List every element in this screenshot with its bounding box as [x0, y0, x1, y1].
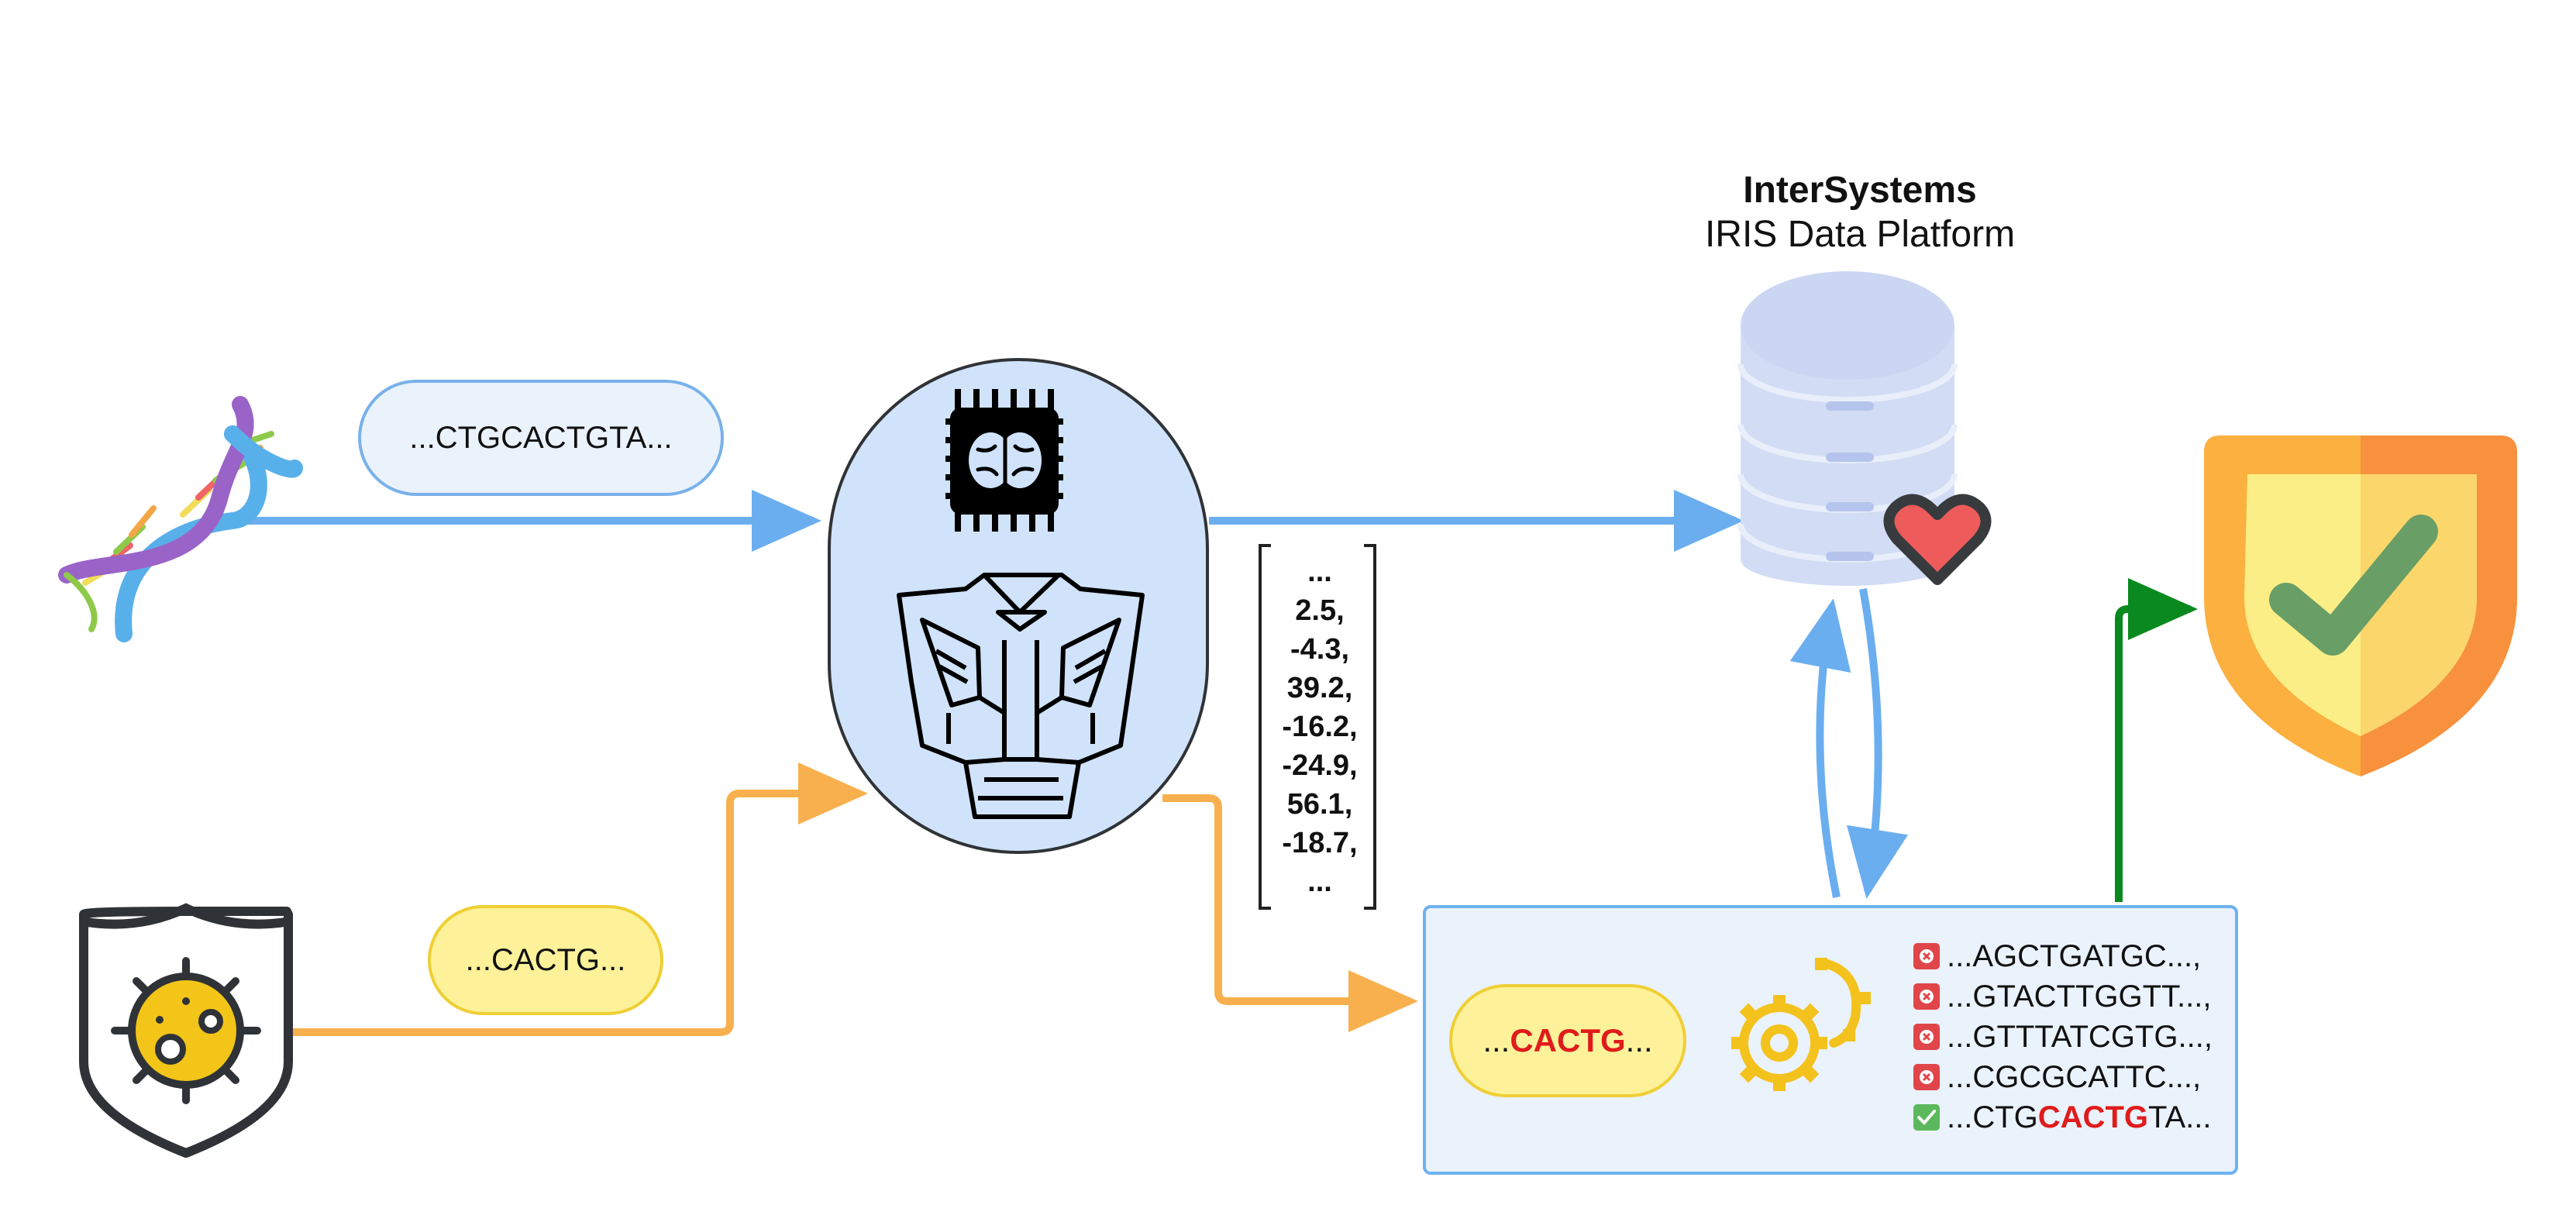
- vector-bracket: [1259, 544, 1376, 910]
- vector-value: -16.2,: [1282, 711, 1358, 743]
- x-mark-icon: [1913, 983, 1940, 1010]
- check-mark-icon: [1913, 1104, 1940, 1131]
- search-result-text: ...CGCGCATTC...,: [1947, 1060, 2201, 1095]
- virus-shield-icon: [79, 903, 293, 1158]
- search-to-result-arrow: [2115, 578, 2198, 902]
- embedding-vector: ... 2.5, -4.3, 39.2, -16.2, -24.9, 56.1, -18.7,…: [1262, 549, 1378, 905]
- dna-sequence-text: ...CTGCACTGTA...: [409, 420, 673, 455]
- vector-value: ...: [1307, 556, 1332, 588]
- result-prefix: ...CTG: [1947, 1100, 2038, 1134]
- search-result-text: ...CTGCACTGTA...: [1947, 1100, 2211, 1135]
- ai-chip-icon: [945, 389, 1063, 532]
- x-mark-icon: [1913, 1024, 1940, 1050]
- x-mark-icon: [1913, 943, 1940, 969]
- result-prefix: ...GTACTTGGTT...,: [1947, 979, 2212, 1014]
- security-shield-check-icon: [2204, 435, 2517, 776]
- database-product: IRIS Data Platform: [1704, 214, 2016, 255]
- x-mark-icon: [1913, 1064, 1940, 1090]
- vector-value: 39.2,: [1286, 672, 1353, 704]
- vector-value: -4.3,: [1290, 633, 1350, 666]
- query-suffix: ...: [1625, 1022, 1653, 1059]
- dna-icon: [58, 396, 303, 642]
- query-highlight: CACTG: [1510, 1022, 1626, 1059]
- vector-value: 2.5,: [1295, 594, 1345, 627]
- search-result-row: ...AGCTGATGC...,: [1913, 936, 2238, 976]
- search-result-row: ...CGCGCATTC...,: [1913, 1057, 2238, 1097]
- query-sequence-pill: ...CACTG...: [1449, 984, 1686, 1097]
- vector-value: 56.1,: [1286, 788, 1353, 821]
- vector-value: ...: [1307, 866, 1332, 898]
- search-to-database-arrow: [1789, 598, 1851, 898]
- search-results-list: ...AGCTGATGC..., ...GTACTTGGTT..., ...GTTT…: [1913, 936, 2238, 1138]
- transformer-icon: [897, 573, 1145, 819]
- result-suffix: TA...: [2148, 1100, 2212, 1134]
- virus-to-model-arrow: [293, 763, 868, 1036]
- dna-sequence-pill: ...CTGCACTGTA...: [358, 380, 724, 496]
- vector-value: -18.7,: [1282, 827, 1358, 859]
- result-prefix: ...GTTTATCGTG...,: [1947, 1019, 2213, 1054]
- search-result-row: ...CTGCACTGTA...: [1913, 1097, 2238, 1138]
- result-prefix: ...AGCTGATGC...,: [1947, 938, 2202, 973]
- database-to-search-arrow: [1846, 588, 1908, 899]
- database-brand: InterSystems: [1743, 170, 1977, 211]
- search-result-row: ...GTTTATCGTG...,: [1913, 1017, 2238, 1057]
- vector-value: -24.9,: [1282, 749, 1358, 782]
- search-result-text: ...GTTTATCGTG...,: [1947, 1020, 2213, 1055]
- search-result-row: ...GTACTTGGTT...,: [1913, 976, 2238, 1017]
- virus-sequence-text: ...CACTG...: [465, 942, 626, 977]
- heart-icon: [1883, 494, 1992, 585]
- gears-icon: [1731, 958, 1871, 1091]
- virus-sequence-pill: ...CACTG...: [428, 905, 663, 1015]
- result-highlight: CACTG: [2037, 1100, 2148, 1134]
- search-result-text: ...GTACTTGGTT...,: [1947, 979, 2211, 1014]
- database-title: InterSystems IRIS Data Platform: [1643, 169, 2077, 257]
- model-to-search-arrow: [1162, 794, 1418, 1032]
- result-prefix: ...CGCGCATTC...,: [1947, 1059, 2202, 1094]
- model-capsule: [828, 358, 1209, 854]
- query-prefix: ...: [1483, 1022, 1510, 1059]
- search-result-text: ...AGCTGATGC...,: [1947, 939, 2201, 974]
